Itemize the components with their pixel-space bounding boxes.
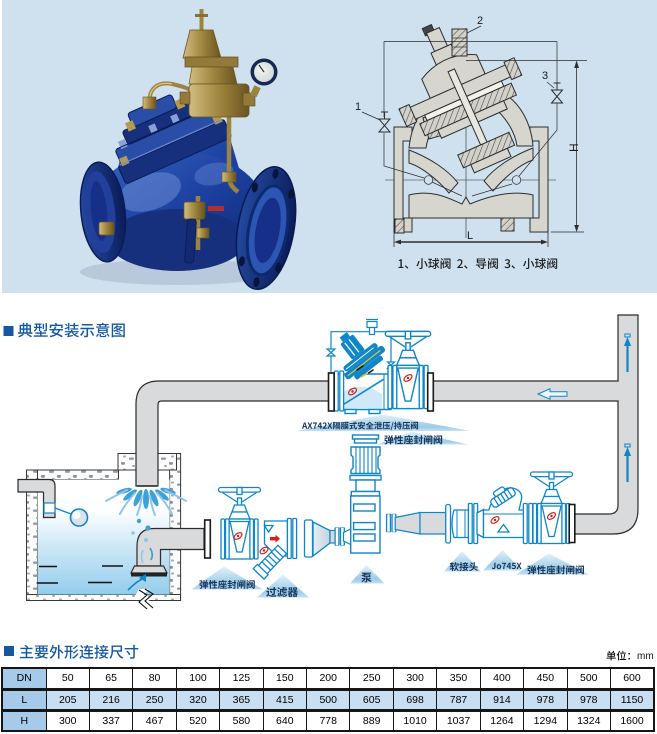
svg-text:2: 2	[477, 15, 483, 27]
svg-text:3: 3	[542, 70, 548, 82]
svg-text:1: 1	[355, 101, 361, 113]
svg-text:mm: mm	[637, 651, 654, 662]
svg-text:L: L	[467, 230, 473, 242]
svg-text:H: H	[567, 143, 581, 152]
